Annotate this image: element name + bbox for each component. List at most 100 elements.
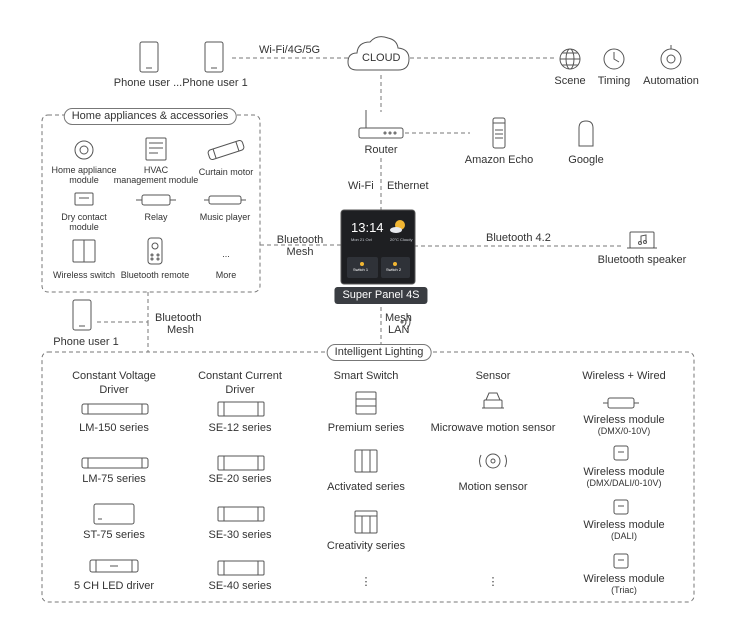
router-icon [358, 110, 404, 139]
lighting-item-label: ST-75 series [83, 529, 145, 541]
lighting-item-label: LM-75 series [82, 473, 146, 485]
wireless-switch-icon [72, 239, 96, 263]
link-phone-mesh [97, 292, 149, 323]
se-20-driver-icon [217, 455, 265, 471]
phone-icon [72, 299, 92, 331]
amazon-echo-label: Amazon Echo [464, 154, 534, 166]
phone-icon [204, 41, 224, 73]
lighting-group-title: Intelligent Lighting [326, 344, 432, 361]
globe-icon [559, 48, 581, 70]
google-speaker-icon [578, 120, 594, 147]
curtain-motor-icon [207, 139, 245, 161]
google-label: Google [568, 154, 604, 166]
panel-weather: 20°C Cloudy [390, 237, 413, 242]
cloud-icon [347, 36, 410, 71]
hvac-module-label: HVAC management module [113, 165, 199, 185]
wireless-module-label: Wireless module (DMX/DALI/0-10V) [583, 466, 665, 488]
curtain-motor-label: Curtain motor [198, 167, 254, 177]
more-ellipsis: ⋮ [360, 576, 372, 588]
dry-contact-module-icon [74, 192, 94, 206]
st-75-driver-icon [93, 503, 135, 525]
timing-label: Timing [597, 75, 631, 87]
wireless-module-label: Wireless module (DALI) [583, 519, 665, 541]
lighting-column-header: Constant Current Driver [198, 370, 282, 396]
mesh-wireless-icon [400, 314, 411, 330]
music-player-icon [204, 195, 246, 205]
router-label: Router [364, 144, 398, 156]
super-panel-name: Super Panel 4S [334, 287, 428, 304]
motion-sensor-icon [479, 453, 507, 469]
amazon-echo-icon [492, 117, 506, 149]
se-40-driver-icon [217, 560, 265, 576]
wireless-module-dali-icon [613, 499, 629, 515]
dry-contact-module-label: Dry contact module [61, 212, 107, 232]
lighting-item-label: LM-150 series [79, 422, 149, 434]
lighting-item-label: Premium series [327, 422, 405, 434]
phone-icon [139, 41, 159, 73]
automation-icon [660, 45, 682, 70]
more-ellipsis: ... [222, 249, 230, 259]
lighting-item-label: SE-30 series [208, 529, 272, 541]
phone-user-label: Phone user ... [113, 77, 183, 89]
wireless-module-dmx-icon [603, 397, 639, 409]
lighting-item-label: Activated series [327, 481, 405, 493]
wifi-label: Wi-Fi [348, 180, 374, 192]
lighting-column-header: Wireless + Wired [582, 370, 666, 382]
se-30-driver-icon [217, 506, 265, 522]
hvac-module-icon [145, 137, 167, 161]
phone-user-label: Phone user 1 [182, 77, 248, 89]
appliances-group-title: Home appliances & accessories [63, 108, 237, 125]
microwave-sensor-icon [482, 392, 504, 409]
wireless-module-label: Wireless module (Triac) [583, 573, 665, 595]
lighting-column-header: Smart Switch [333, 370, 399, 382]
lighting-item-label: 5 CH LED driver [73, 580, 155, 592]
panel-switch-1-label: Switch 1 [353, 267, 369, 272]
bluetooth-mesh-phone-label: Bluetooth Mesh [155, 312, 202, 336]
more-ellipsis: ⋮ [487, 576, 499, 588]
super-panel-screen: 13:14 Mon 21 Oct 20°C Cloudy Switch 1 Sw… [343, 212, 413, 282]
5ch-led-driver-icon [89, 559, 139, 573]
music-player-label: Music player [199, 212, 251, 222]
scene-label: Scene [554, 75, 586, 87]
mesh-lan-label: Mesh LAN [385, 312, 412, 336]
wireless-switch-label: Wireless switch [52, 270, 116, 280]
panel-switch-1 [347, 257, 378, 278]
wireless-module-dmx-dali-icon [613, 445, 629, 461]
appliances-group-border [41, 114, 261, 293]
cloud-link-label: Wi-Fi/4G/5G [259, 44, 321, 56]
clock-icon [603, 48, 625, 70]
wireless-module-label: Wireless module (DMX/0-10V) [583, 414, 665, 436]
se-12-driver-icon [217, 401, 265, 417]
cloud-label: CLOUD [362, 52, 401, 64]
creativity-switch-icon [354, 510, 378, 534]
wireless-module-triac-icon [613, 553, 629, 569]
relay-icon [136, 194, 176, 206]
activated-switch-icon [354, 449, 378, 473]
lighting-item-label: SE-12 series [208, 422, 272, 434]
premium-switch-icon [355, 391, 377, 415]
lighting-item-label: Motion sensor [458, 481, 528, 493]
phone-user-bottom-label: Phone user 1 [53, 336, 119, 348]
home-appliance-module-icon [74, 140, 94, 160]
lighting-column-header: Constant Voltage Driver [72, 370, 156, 396]
bluetooth-remote-label: Bluetooth remote [120, 270, 190, 280]
super-panel-device [340, 209, 416, 285]
home-appliance-module-label: Home appliance module [51, 165, 117, 185]
bluetooth-speaker-label: Bluetooth speaker [597, 254, 687, 266]
panel-date: Mon 21 Oct [351, 237, 372, 242]
lm-75-driver-icon [81, 457, 149, 469]
lighting-item-label: SE-40 series [208, 580, 272, 592]
panel-switch-2-label: Switch 2 [386, 267, 402, 272]
bluetooth-speaker-icon [627, 231, 657, 249]
bluetooth-remote-icon [147, 237, 163, 265]
relay-label: Relay [144, 212, 168, 222]
lm-150-driver-icon [81, 403, 149, 415]
lighting-item-label: SE-20 series [208, 473, 272, 485]
lighting-item-label: Microwave motion sensor [430, 422, 556, 434]
automation-label: Automation [643, 75, 699, 87]
lighting-column-header: Sensor [475, 370, 511, 382]
more-label: More [215, 270, 237, 280]
ethernet-label: Ethernet [387, 180, 429, 192]
